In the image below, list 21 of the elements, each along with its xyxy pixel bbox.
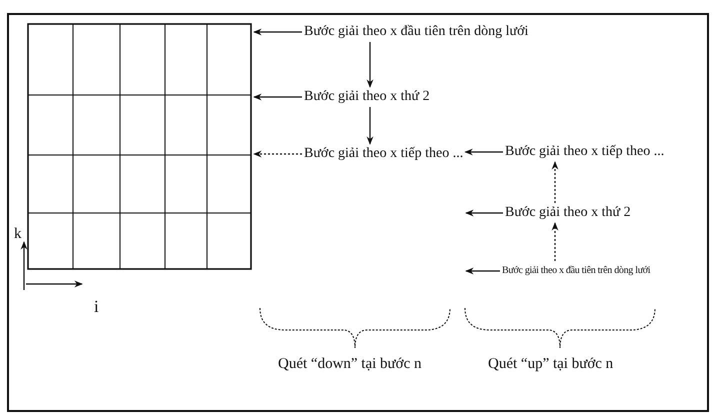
arrow: [366, 42, 374, 88]
grid-drawing: [27, 23, 252, 270]
brace-label: Quét “down” tại bước n: [278, 356, 422, 373]
step-label: Bước giải theo x thứ 2: [505, 205, 631, 221]
step-label: Bước giải theo x thứ 2: [304, 89, 430, 105]
step-label: Bước giải theo x tiếp theo ...: [304, 146, 464, 162]
brace-label: Quét “up” tại bước n: [488, 356, 614, 373]
arrow: [253, 28, 302, 36]
arrow: [253, 150, 302, 158]
arrow: [464, 148, 503, 156]
step-label: Bước giải theo x tiếp theo ...: [505, 144, 664, 160]
arrow: [465, 268, 500, 274]
axis-label: i: [94, 298, 99, 315]
arrow: [465, 210, 503, 216]
arrow: [366, 107, 374, 145]
step-label: Bước giải theo x đầu tiên trên dòng lưới: [304, 24, 528, 40]
step-label: Bước giải theo x đầu tiên trên dòng lưới: [502, 263, 650, 279]
axis-label: k: [14, 226, 22, 243]
arrow: [552, 161, 558, 203]
arrow: [552, 222, 558, 261]
arrow: [253, 94, 302, 100]
